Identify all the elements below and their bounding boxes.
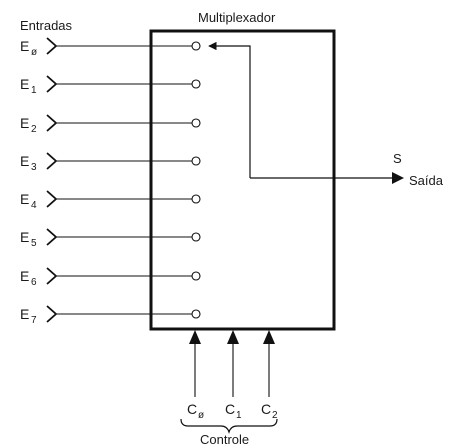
input-subscript: 3 (31, 162, 37, 173)
input-label: E (20, 115, 29, 131)
input-label: E (20, 306, 29, 322)
control-arrow-icon (227, 330, 239, 344)
input-chevron-icon (46, 152, 58, 170)
control-subscript: 1 (236, 410, 242, 421)
input-label: E (20, 229, 29, 245)
input-subscript: 4 (31, 200, 37, 211)
input-chevron-icon (46, 305, 58, 323)
input-subscript: 6 (31, 277, 37, 288)
input-contact (191, 271, 201, 281)
input-subscript: 1 (31, 85, 37, 96)
input-subscript: 2 (31, 124, 37, 135)
output-label: Saída (409, 173, 444, 188)
input-contact (191, 41, 201, 51)
input-chevron-icon (46, 267, 58, 285)
output-arrow-icon (392, 172, 404, 184)
input-chevron-icon (46, 75, 58, 93)
input-contact (191, 79, 201, 89)
input-chevron-icon (46, 114, 58, 132)
controls-label: Controle (200, 432, 249, 447)
input-chevron-icon (46, 228, 58, 246)
input-contact (191, 232, 201, 242)
input-label: E (20, 268, 29, 284)
control-subscript: 2 (272, 410, 278, 421)
output-symbol: S (393, 151, 402, 166)
input-chevron-icon (46, 190, 58, 208)
input-chevron-icon (46, 37, 58, 55)
input-label: E (20, 191, 29, 207)
multiplexer-box (149, 29, 336, 331)
input-label: E (20, 153, 29, 169)
control-subscript: ø (198, 410, 204, 421)
controls-brace (180, 418, 278, 434)
input-subscript: ø (31, 47, 37, 58)
control-label: C (187, 401, 197, 417)
input-contact (191, 156, 201, 166)
input-contact (191, 194, 201, 204)
diagram-title: Multiplexador (198, 10, 276, 25)
input-label: E (20, 76, 29, 92)
control-arrow-icon (263, 330, 275, 344)
control-arrow-icon (189, 330, 201, 344)
selector-wiper (208, 41, 251, 178)
control-label: C (225, 401, 235, 417)
input-contact (191, 118, 201, 128)
control-label: C (261, 401, 271, 417)
input-subscript: 5 (31, 238, 37, 249)
input-contact (191, 309, 201, 319)
inputs-label: Entradas (20, 18, 73, 33)
input-subscript: 7 (31, 315, 37, 326)
input-label: E (20, 38, 29, 54)
